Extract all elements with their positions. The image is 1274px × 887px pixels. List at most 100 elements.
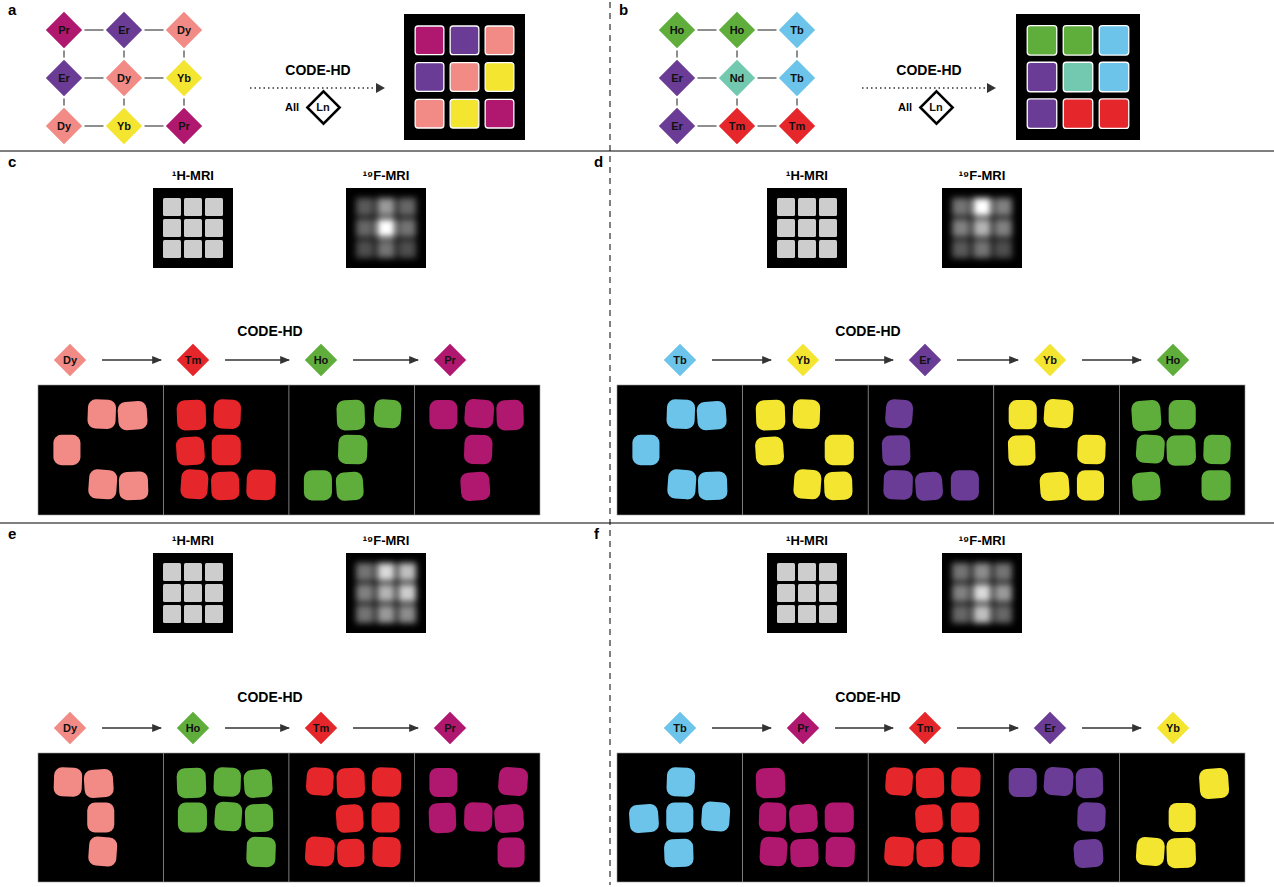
decoded-blob [1199,768,1230,800]
element-diamond: Tm [777,106,817,146]
mri-well [398,563,416,581]
decoded-blob [335,804,364,834]
decoded-blob [664,839,694,868]
element-symbol: Er [671,121,683,132]
decoded-blob [245,804,274,833]
decoded-image [743,385,869,515]
mri-well [184,198,202,216]
mri-well [777,584,795,602]
element-symbol: Nd [730,73,745,84]
element-symbol: Er [671,73,683,84]
mri-well [377,219,395,237]
decoded-blob [304,470,332,500]
mri-well [952,605,970,623]
image-title: ¹H-MRI [172,169,214,183]
element-diamond: Tm [717,106,757,146]
connector [835,359,893,360]
mri-well [398,219,416,237]
decoded-blob [825,803,854,833]
decoded-blob [494,804,525,834]
diamond-shape [1155,710,1190,745]
arrow-head [376,83,385,93]
diamond-shape [657,106,696,145]
mri-well [356,219,374,237]
decoded-blob [755,436,785,466]
decoded-blob [464,434,493,464]
element-diamond: Yb [1032,342,1068,378]
connector [757,125,777,126]
arrow-head [987,83,996,93]
mri-well [777,563,795,581]
mri-well [994,605,1012,623]
diamond-shape [175,710,210,745]
decoded-blob [460,471,491,501]
decoded-blob [372,837,401,868]
element-diamond: Tb [777,10,817,50]
decoded-blob [498,838,525,868]
connector [712,359,771,360]
decoded-blob [915,804,944,834]
decoded-blob [88,469,118,500]
mri-well [184,219,202,237]
element-symbol: Tb [673,355,686,366]
panel-letter: e [8,526,16,543]
mri-well [819,219,837,237]
element-symbol: Pr [444,723,456,734]
mri-well [777,198,795,216]
diamond-shape [777,10,816,49]
mri-well [973,584,991,602]
image-title: ¹⁹F-MRI [959,534,1006,548]
mri-well [798,605,816,623]
mri-well [356,240,374,258]
connector [353,359,418,360]
mri-well [973,240,991,258]
divider-line [0,523,1274,524]
element-symbol: Tb [673,723,686,734]
connector [697,125,717,126]
element-diamond: Ho [717,10,757,50]
decoded-blob [212,435,241,465]
decoded-blob [336,400,365,431]
mri-well [377,605,395,623]
result-image [404,14,525,140]
mri-well [798,584,816,602]
method-label: CODE-HD [835,690,900,705]
decoded-image [743,753,869,882]
decoded-blob [696,401,727,431]
decoded-image [868,753,994,882]
method-label: CODE-HD [835,324,900,339]
mri-image [942,553,1022,633]
method-label: CODE-HD [896,63,961,78]
mri-image [346,188,426,268]
mri-well [819,198,837,216]
decoded-blob [246,837,276,868]
diamond-shape [717,58,756,97]
decoded-blob [176,768,206,799]
mri-well [163,198,181,216]
decoded-image [994,385,1120,515]
decoded-blob [1169,803,1196,832]
element-symbol: Er [1044,723,1056,734]
element-diamond: Tb [662,342,698,378]
diamond-shape [303,710,338,745]
diamond-shape [1155,342,1190,377]
decoded-blob [628,804,659,834]
element-diamond: Pr [44,10,84,50]
element-diamond: Ho [657,10,697,50]
element-diamond: Tb [662,710,698,746]
connector [796,50,797,58]
connector [144,29,164,30]
decoded-blob [885,399,914,429]
coded-well [450,26,479,55]
element-diamond: Ln [307,91,340,124]
element-symbol: Pr [178,121,190,132]
element-diamond: Er [44,58,84,98]
connector [957,359,1018,360]
decoded-blob [951,767,981,797]
element-symbol: Dy [177,25,191,36]
process-arrow [250,87,377,89]
mri-well [777,605,795,623]
element-symbol: Dy [63,355,77,366]
decoded-blob [373,399,402,429]
decoded-blob [884,836,915,867]
